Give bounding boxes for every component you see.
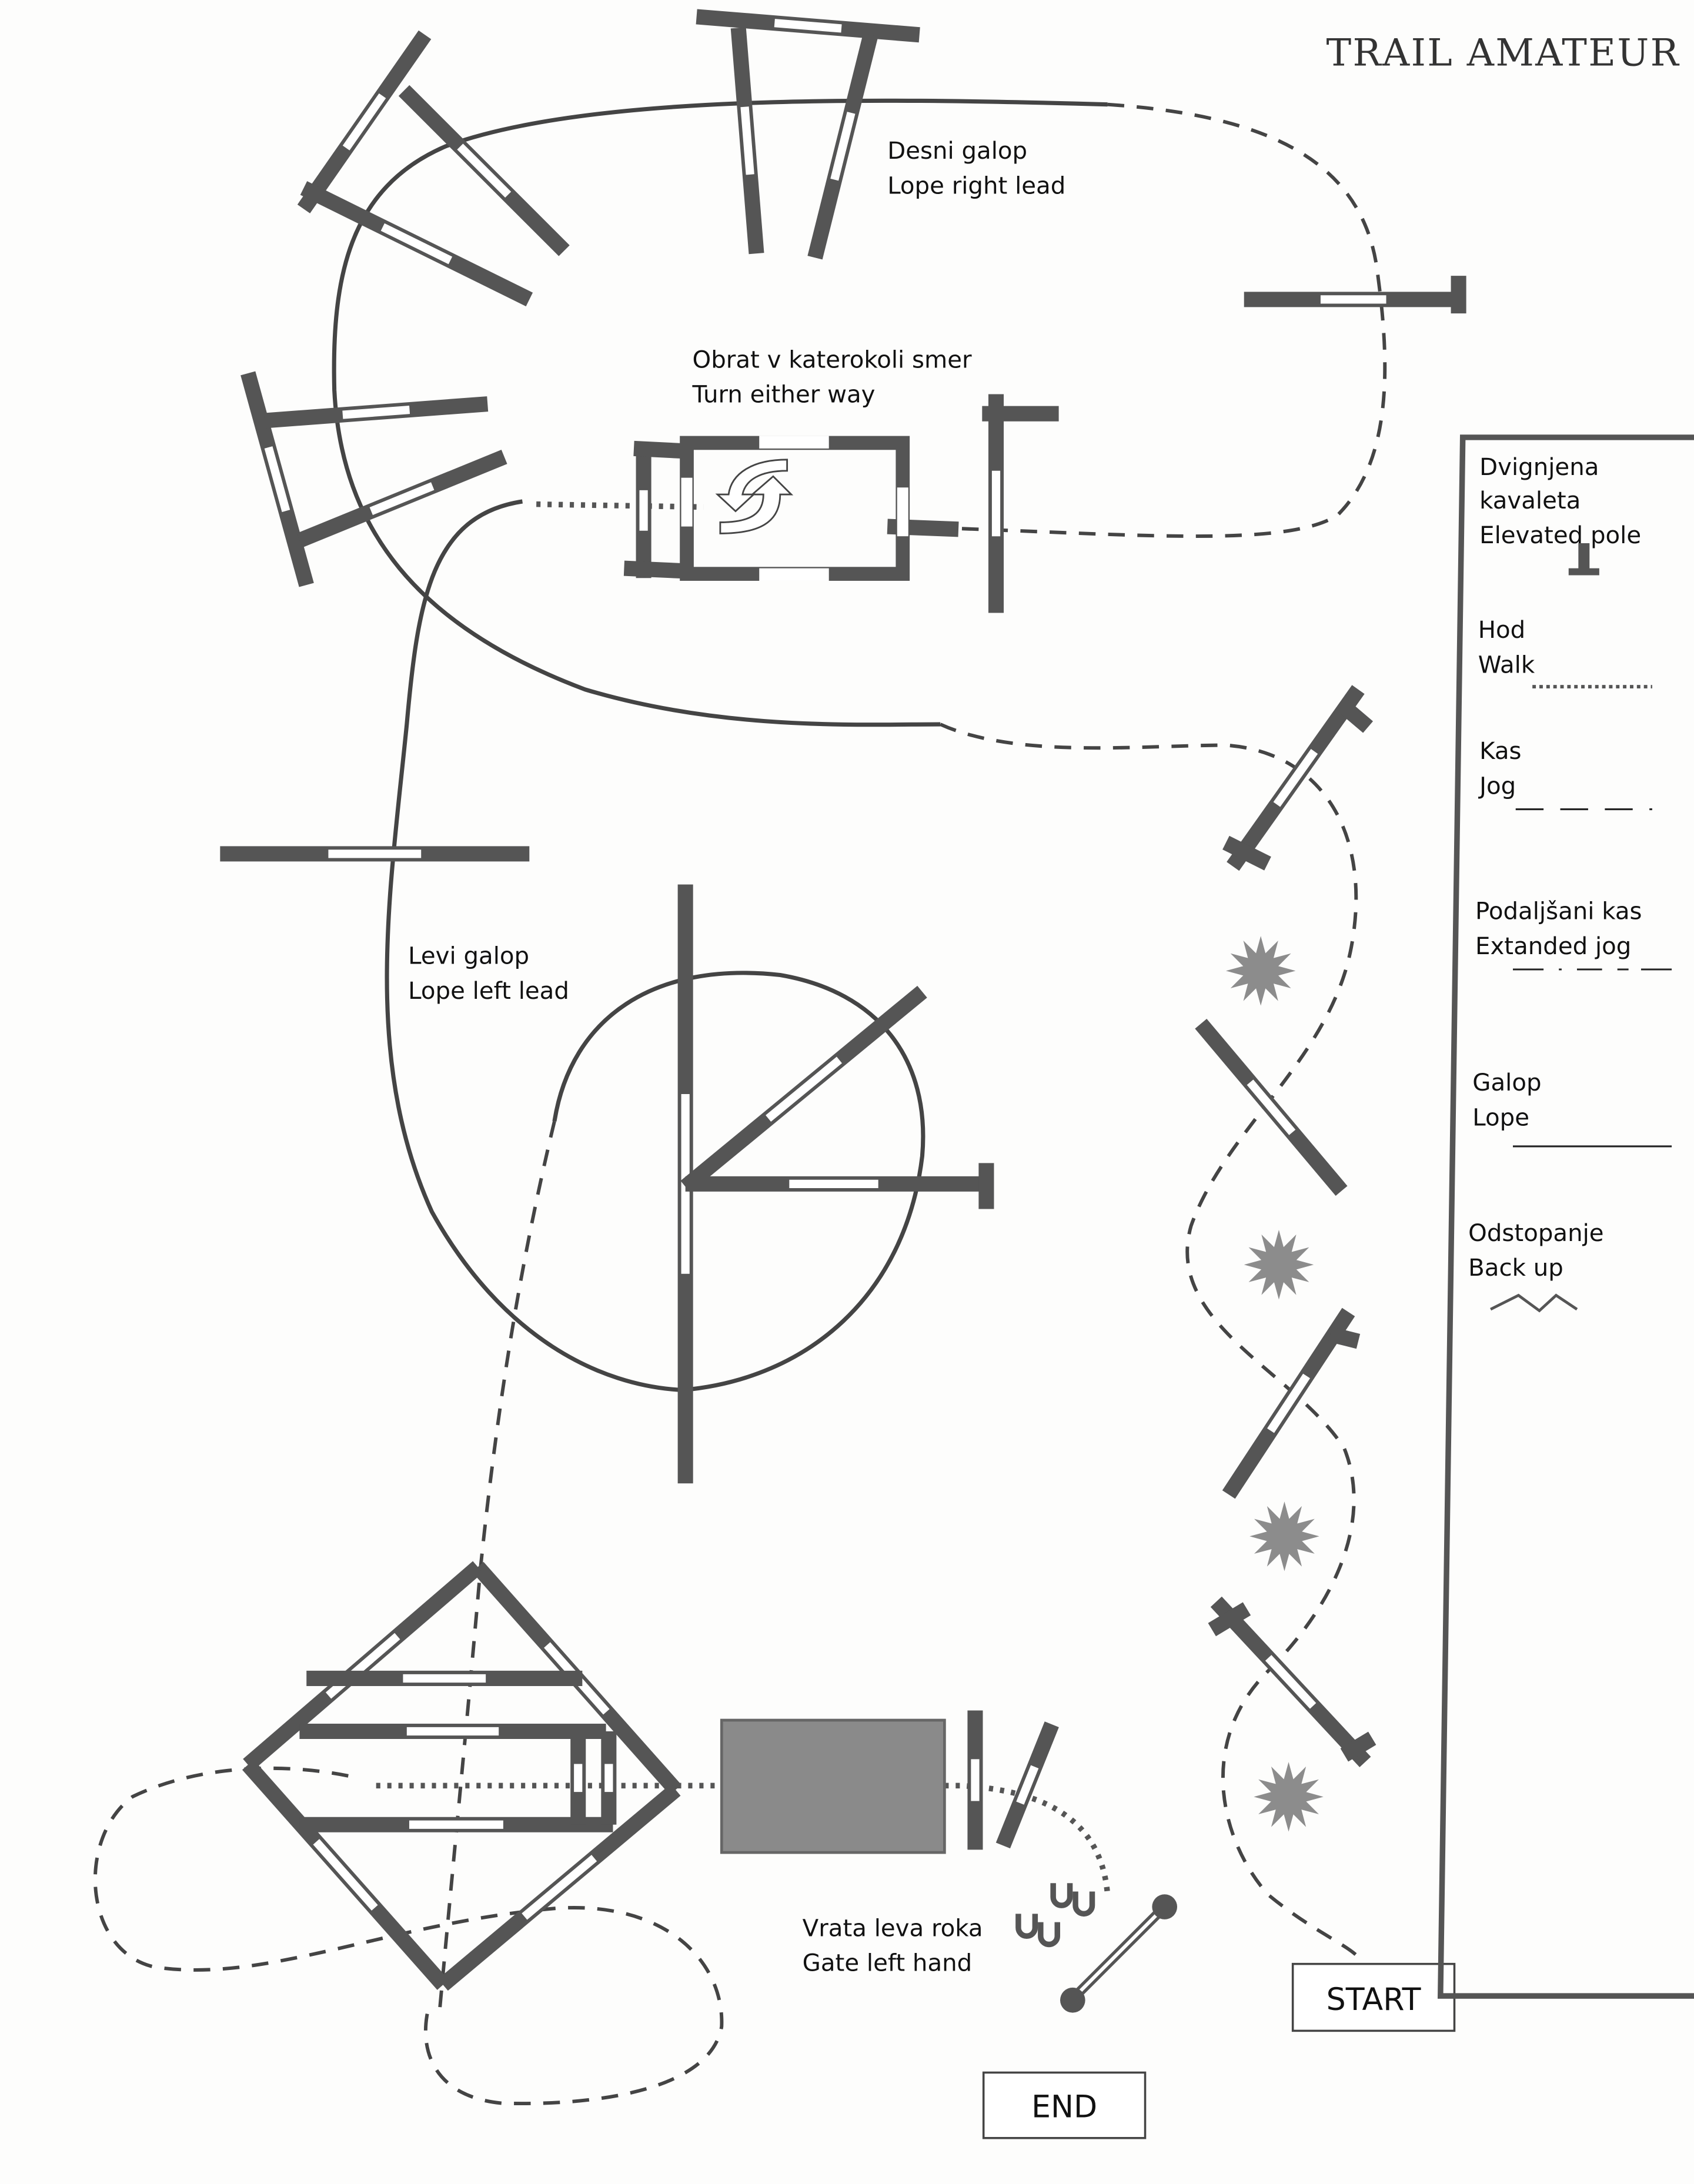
elevated-pole-symbol-icon (1568, 543, 1599, 576)
jog-top-path (891, 102, 1387, 539)
pole-white-band (1247, 1079, 1296, 1135)
left-lead-label-sl: Levi galop (408, 943, 529, 970)
trail-pole (623, 560, 687, 579)
trail-pole (1340, 1731, 1376, 1762)
gate-post-icon (1060, 1987, 1085, 2013)
trail-pole (1208, 1602, 1251, 1637)
pole-white-band (313, 1839, 378, 1911)
turn-label-en: Turn either way (692, 382, 876, 409)
water-box-obstacle (720, 1718, 946, 1854)
legend-lope-sl: Galop (1472, 1069, 1541, 1096)
pole-white-band (759, 568, 829, 581)
lope-right-lead-path (332, 98, 1108, 727)
legend-extended-jog-en: Extanded jog (1475, 933, 1631, 960)
turn-box (680, 436, 910, 581)
pole-white-band (1016, 1765, 1039, 1805)
legend-frame (1437, 434, 1694, 1999)
legend-backup-sl: Odstopanje (1468, 1220, 1603, 1247)
pole-white-band (457, 143, 512, 198)
legend-extended-jog-sl: Podaljšani kas (1475, 898, 1642, 925)
pole-white-band (342, 405, 410, 419)
right-lead-label-sl: Desni galop (887, 138, 1027, 165)
legend-elevated-sl: Dvignjena (1479, 454, 1599, 481)
pole-white-band (897, 487, 908, 537)
legend-walk-en: Walk (1478, 651, 1535, 678)
pole-white-band (342, 93, 386, 150)
lope-left-lead-path (385, 499, 925, 1393)
gate (1015, 1883, 1178, 2013)
start-box (1291, 1962, 1456, 2032)
horseshoe-icons (1015, 1883, 1095, 1948)
pole-white-band (759, 436, 829, 449)
trail-pole (1222, 835, 1271, 871)
legend: Dvignjena kavaleta Elevated pole Hod Wal… (1437, 434, 1694, 1999)
right-lead-label-en: Lope right lead (887, 172, 1065, 199)
turn-arrows-icon (715, 459, 794, 534)
trail-pole (1335, 697, 1374, 733)
gate-post-icon (1152, 1894, 1178, 1919)
turn-box-frame (680, 436, 910, 581)
jog-end-loop-path (93, 1766, 724, 2105)
poles-group (220, 9, 1466, 1991)
bushes-group (1225, 936, 1324, 1832)
pole-white-band (740, 106, 754, 175)
bush-icon (1254, 1762, 1324, 1832)
course-title: TRAIL AMATEUR (1327, 31, 1680, 75)
bush-icon (1244, 1230, 1314, 1300)
left-lead-label-en: Lope left lead (408, 978, 569, 1005)
pole-white-band (830, 112, 856, 181)
pole-white-band (1265, 1655, 1317, 1709)
pole-white-band (380, 223, 453, 265)
pole-white-band (681, 477, 693, 527)
pole-white-band (766, 1056, 842, 1122)
legend-jog-en: Jog (1478, 772, 1516, 800)
end-box (982, 2071, 1147, 2139)
walk-into-box-path (536, 501, 704, 510)
bush-icon (1249, 1501, 1319, 1571)
legend-lope-en: Lope (1472, 1104, 1529, 1131)
jog-serpentine-path (940, 723, 1360, 1958)
pole-white-band (369, 482, 435, 516)
pole-white-band (325, 1633, 400, 1699)
legend-elevated-en: Elevated pole (1479, 522, 1641, 549)
backup-symbol (1490, 1293, 1578, 1313)
gate-label-sl: Vrata leva roka (803, 1915, 983, 1942)
gate-bar-highlight (1075, 1907, 1165, 1996)
bush-icon (1225, 936, 1296, 1006)
legend-walk-sl: Hod (1478, 617, 1525, 644)
turn-label-sl: Obrat v katerokoli smer (693, 346, 973, 373)
legend-backup-en: Back up (1468, 1255, 1563, 1282)
legend-elevated-sl2: kavaleta (1479, 487, 1581, 514)
pole-white-band (522, 1855, 597, 1920)
pole-white-band (1267, 1373, 1311, 1433)
pole-white-band (264, 446, 290, 512)
pole-white-band (774, 19, 842, 33)
jog-to-diamond-path (437, 1121, 556, 2020)
end-label: END (1031, 2089, 1097, 2125)
trail-pole (1328, 1327, 1361, 1349)
gate-label-en: Gate left hand (803, 1950, 973, 1977)
legend-jog-sl: Kas (1479, 738, 1521, 765)
pole-white-band (1273, 748, 1318, 807)
start-label: START (1327, 1982, 1421, 2018)
